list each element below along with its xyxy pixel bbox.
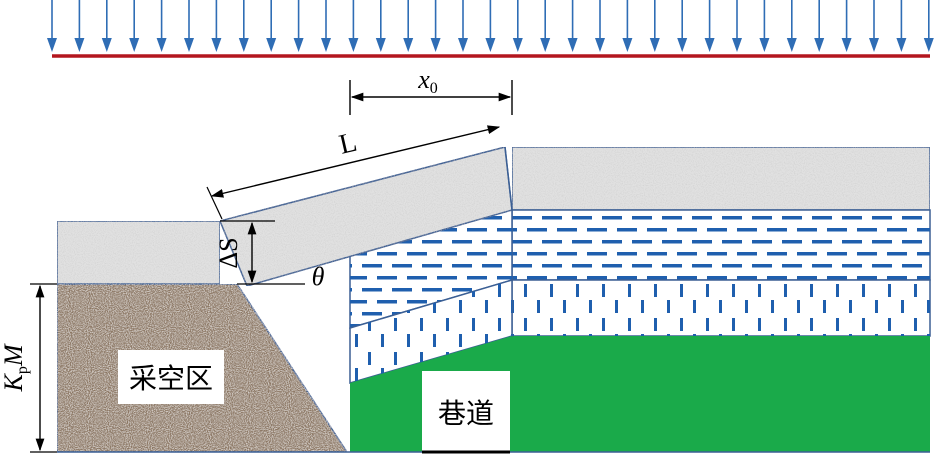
down-arrow-icon [567,0,578,52]
down-arrow-icon [622,0,633,52]
down-arrow-icon [595,0,605,52]
down-arrow-icon [814,0,825,52]
down-arrow-icon [321,0,331,52]
length-label: L [336,127,360,161]
down-arrow-icon [348,0,359,52]
roadway-label: 巷道 [438,397,494,430]
down-arrow-icon [293,0,304,52]
down-arrow-icon [786,0,797,52]
down-arrow-icon [47,0,57,52]
delta-s-label: ΔS [214,237,243,268]
theta-label: θ [312,262,325,291]
down-arrow-icon [184,0,194,52]
down-arrow-icon [129,0,140,52]
down-arrow-icon [430,0,441,52]
down-arrow-icon [485,0,496,52]
down-arrow-icon [74,0,85,52]
down-arrow-icon [101,0,112,52]
coal-seam-right [512,336,930,452]
goaf-label: 采空区 [129,362,213,395]
down-arrow-icon [704,0,715,52]
down-arrow-icon [375,0,386,52]
down-arrow-icon [156,0,167,52]
down-arrow-icon [211,0,222,52]
down-arrow-icon [923,0,934,52]
down-arrow-icon [512,0,523,52]
upper-rock-left [56,220,221,285]
goaf-label-box [118,350,224,404]
upper-rock-right [511,146,931,211]
down-arrow-icon [403,0,414,52]
x0-label: x0 [417,65,438,97]
length-dimension [210,125,501,198]
down-arrow-icon [238,0,249,52]
down-arrow-icon [759,0,770,52]
kpm-label: KpM [0,343,31,392]
down-arrow-icon [841,0,852,52]
down-arrow-icon [677,0,688,52]
down-arrow-icon [266,0,277,52]
down-arrow-icon [540,0,551,52]
down-arrow-icon [458,0,468,52]
roadway-opening [422,371,510,452]
down-arrow-icon [649,0,660,52]
length-ext-left [206,186,223,220]
down-arrow-icon [896,0,907,52]
load-arrows [47,0,934,52]
down-arrow-icon [869,0,879,52]
down-arrow-icon [732,0,742,52]
